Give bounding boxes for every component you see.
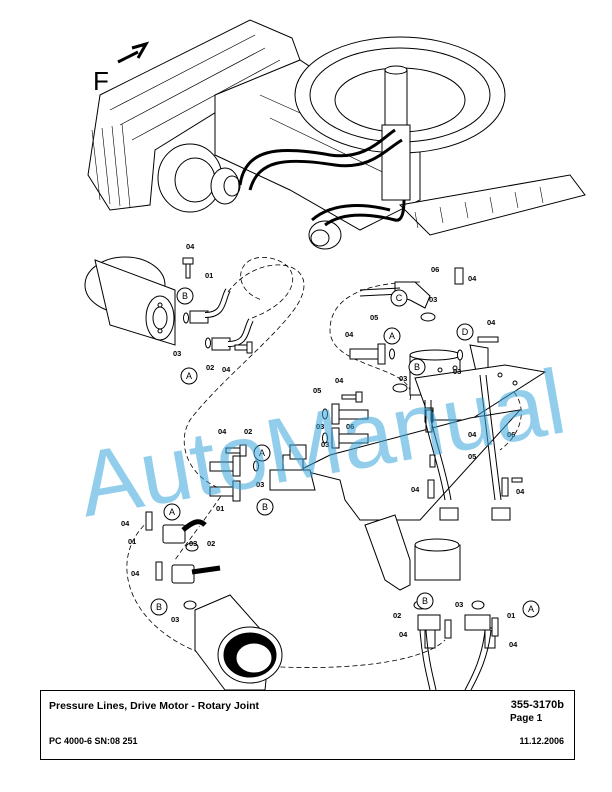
pn-05: 05: [370, 313, 378, 322]
rotary-joint: [384, 69, 408, 126]
callout-b-3: B: [262, 502, 268, 512]
hose-bundles: [359, 287, 502, 690]
pn-02: 02: [244, 427, 252, 436]
callout-a-3: A: [259, 448, 265, 458]
pn-03: 03: [399, 374, 407, 383]
pn-03: 03: [256, 480, 264, 489]
pn-04: 04: [121, 519, 130, 528]
pn-02: 02: [393, 611, 401, 620]
callout-markers: [150, 287, 540, 618]
pn-01: 01: [205, 271, 213, 280]
pn-04: 04: [468, 430, 477, 439]
pn-04: 04: [186, 242, 195, 251]
direction-label: F: [93, 66, 109, 96]
pn-04: 04: [345, 330, 354, 339]
pn-01: 01: [507, 611, 515, 620]
pn-05: 05: [468, 452, 476, 461]
pn-03: 03: [429, 295, 437, 304]
issue-date: 11.12.2006: [519, 736, 564, 746]
pn-02: 02: [207, 539, 215, 548]
page-number: Page 1: [510, 713, 543, 724]
pn-06: 06: [431, 265, 439, 274]
exploded-parts-diagram: F: [71, 19, 586, 690]
overview-assembly: [87, 19, 586, 250]
pn-04: 04: [468, 274, 477, 283]
pn-04: 04: [218, 427, 227, 436]
callout-a-5: A: [528, 604, 534, 614]
pn-03: 03: [173, 349, 181, 358]
callout-b-2: B: [414, 362, 420, 372]
callout-b-5: B: [422, 596, 428, 606]
pn-03: 03: [171, 615, 179, 624]
pn-06: 06: [346, 422, 354, 431]
pn-02: 02: [206, 363, 214, 372]
left-motor-detail: [84, 256, 254, 354]
pn-04: 04: [399, 630, 408, 639]
title-block: Pressure Lines, Drive Motor - Rotary Joi…: [40, 690, 575, 760]
pn-04: 04: [411, 485, 420, 494]
callout-d: D: [462, 327, 469, 337]
callout-b-1: B: [182, 291, 188, 301]
overview-hoses: [238, 128, 406, 227]
pn-04: 04: [335, 376, 344, 385]
crawler-track: [87, 19, 301, 211]
bottom-motor-detail: [145, 511, 283, 690]
pn-05: 05: [313, 386, 321, 395]
pn-04: 04: [509, 640, 518, 649]
model-serial: PC 4000-6 SN:08 251: [49, 736, 138, 746]
callout-a-2: A: [389, 331, 395, 341]
pn-03: 03: [321, 440, 329, 449]
callout-a-1: A: [186, 371, 192, 381]
drawing-title: Pressure Lines, Drive Motor - Rotary Joi…: [49, 700, 260, 712]
pn-03: 03: [316, 422, 324, 431]
part-number-labels: 04 01 03 02 04 06 04 03 04 05 04 03 03 0…: [121, 242, 525, 649]
pn-04: 04: [131, 569, 140, 578]
document-number: 355-3170b: [510, 699, 564, 711]
callout-c: C: [396, 293, 403, 303]
pn-03: 03: [453, 367, 461, 376]
pn-03: 03: [189, 539, 197, 548]
callout-letters: B A A C D B A B A B B A: [156, 291, 534, 614]
pn-06: 06: [507, 430, 515, 439]
pn-04: 04: [222, 365, 231, 374]
pn-04: 04: [487, 318, 496, 327]
callout-a-4: A: [169, 507, 175, 517]
callout-b-4: B: [156, 602, 162, 612]
pn-03: 03: [455, 600, 463, 609]
pn-04: 04: [516, 487, 525, 496]
pn-01: 01: [216, 504, 224, 513]
pn-01: 01: [128, 537, 136, 546]
